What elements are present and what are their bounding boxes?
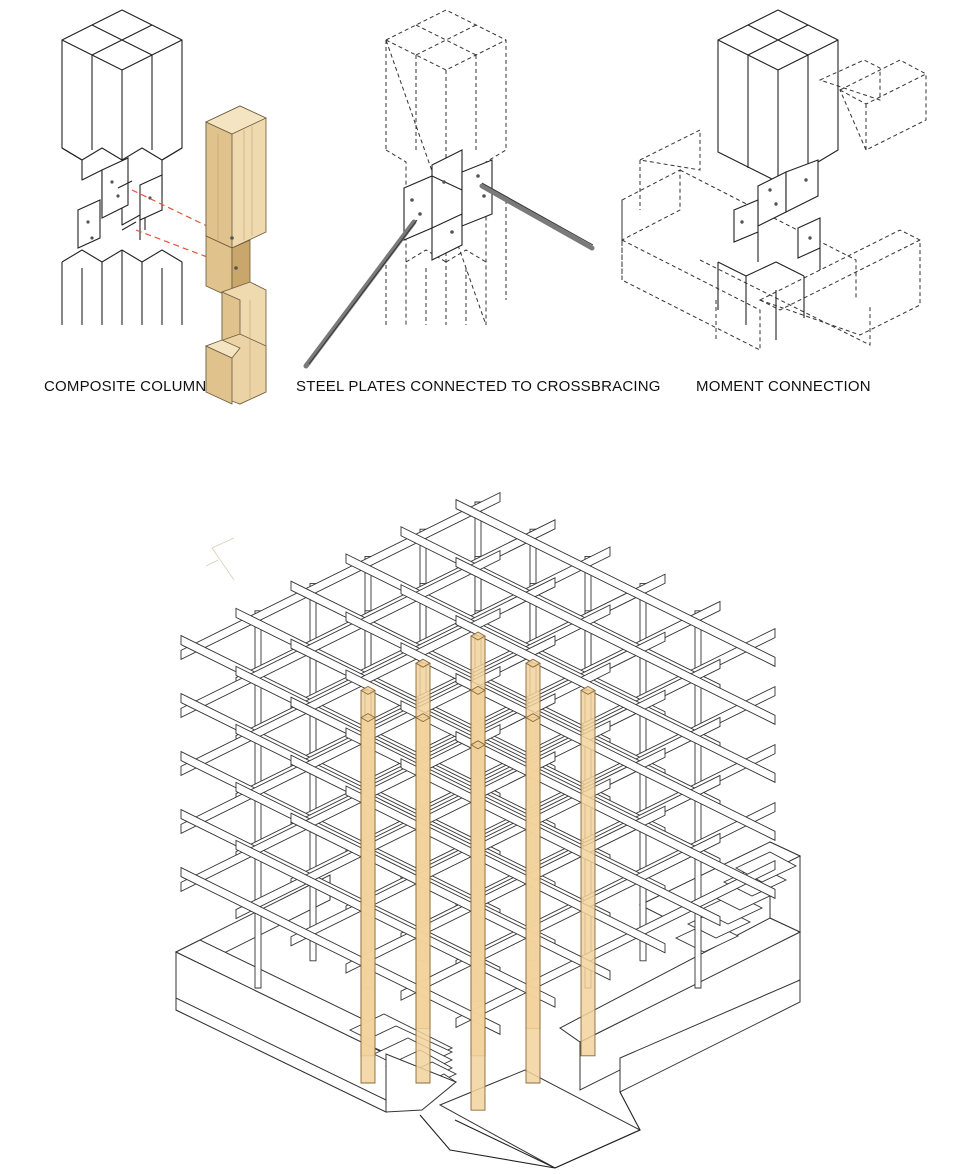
caption-moment-connection: MOMENT CONNECTION [696,378,871,395]
moment-connection-detail [621,9,927,351]
timber-column-cap [470,740,486,750]
beam [180,491,501,661]
timber-column [415,717,431,1084]
composite-column-detail [61,9,267,405]
timber-column-cap [360,685,376,695]
timber-columns [360,631,596,1111]
timber-column-cap [470,631,486,641]
beam [455,556,776,726]
timber-column [360,717,376,1084]
beam [455,614,776,784]
north-arrow-icon [205,537,235,581]
structure-axonometric [174,491,802,1169]
beam [180,549,501,719]
timber-column-cap [580,685,596,695]
timber-column-cap [360,713,376,723]
beam [455,498,776,668]
timber-column [470,744,486,1111]
steel-plates-detail [303,9,595,369]
beam [180,607,501,777]
timber-column-cap [415,713,431,723]
timber-column-cap [525,658,541,668]
caption-composite-column: COMPOSITE COLUMN [44,378,207,395]
timber-column-cap [415,658,431,668]
timber-column [580,689,596,1057]
caption-steel-plates: STEEL PLATES CONNECTED TO CROSSBRACING [296,378,661,395]
timber-column-cap [470,685,486,695]
timber-column-cap [525,713,541,723]
timber-column [525,717,541,1084]
